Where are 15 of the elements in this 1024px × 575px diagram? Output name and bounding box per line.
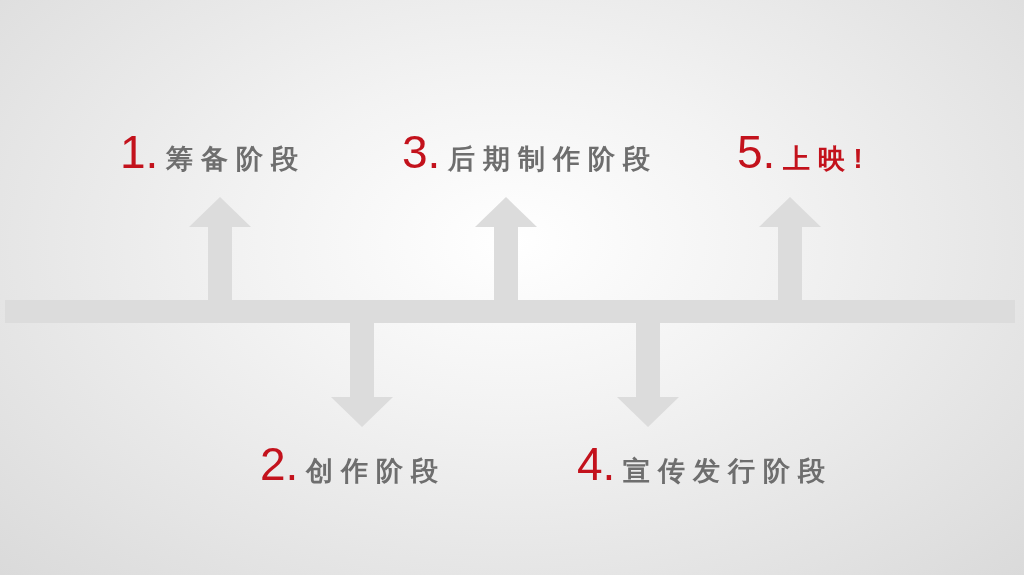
arrow [759,197,821,300]
step-number: 3. [402,129,441,175]
step-number: 1. [120,129,159,175]
step-label: 上映! [783,146,871,173]
arrow [617,323,679,427]
timeline-bar [5,300,1015,323]
step-label: 筹备阶段 [166,146,307,173]
arrow [475,197,537,300]
step-number: 5. [737,129,776,175]
step-number: 2. [260,441,299,487]
step-label: 后期制作阶段 [448,146,659,173]
step-label: 创作阶段 [306,458,447,485]
step-number: 4. [577,441,616,487]
step-label: 宣传发行阶段 [623,458,834,485]
arrow [331,323,393,427]
